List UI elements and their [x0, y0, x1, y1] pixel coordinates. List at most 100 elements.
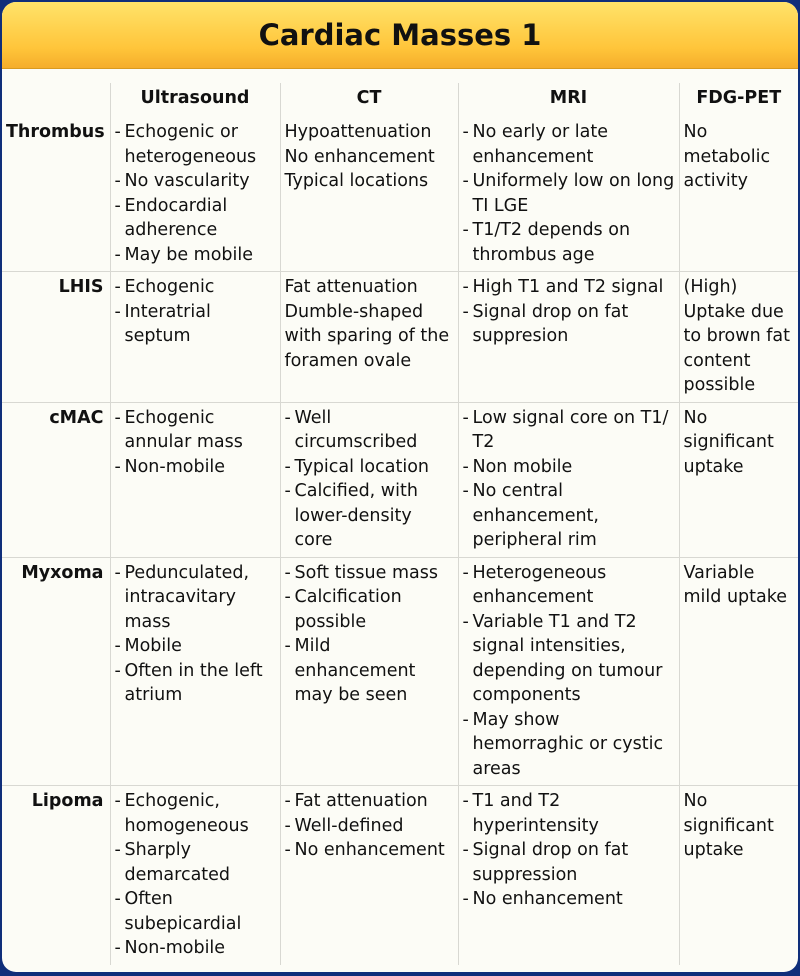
bullet-item: Echogenic: [115, 275, 277, 300]
cell-fdg-pet: No significant uptake: [678, 785, 798, 965]
bullet-item: Echogenic, homogeneous: [115, 789, 277, 838]
bullet-item: Variable T1 and T2 signal intensities, d…: [463, 610, 676, 708]
item-text: Signal drop on fat suppresion: [472, 301, 629, 347]
item-text: High T1 and T2 signal: [472, 277, 664, 297]
item-text: Non-mobile: [124, 456, 226, 477]
cell-fdg-pet: (High) Uptake due to brown fat content p…: [678, 271, 798, 402]
bullet-item: Often in the left atrium: [115, 659, 277, 708]
row-label: Lipoma: [2, 785, 110, 965]
table-row: cMACEchogenic annular massNon-mobileWell…: [2, 401, 798, 557]
item-text: No central enhancement, peripheral rim: [472, 481, 599, 550]
bullet-item: Endocardial adherence: [115, 194, 277, 243]
item-text: No enhancement: [472, 889, 623, 909]
cell-fdg-pet: Variable mild uptake: [678, 556, 798, 786]
cell-fdg-pet: No significant uptake: [678, 401, 798, 557]
item-text: No significant uptake: [683, 407, 774, 477]
text-line: No significant uptake: [684, 406, 796, 480]
column-header-ct: CT: [279, 83, 458, 117]
item-text: Low signal core on T1/ T2: [472, 407, 669, 453]
item-text: Sharply demarcated: [124, 840, 231, 885]
bullet-item: Calcified, with lower-density core: [285, 479, 455, 553]
bullet-item: Mobile: [115, 634, 277, 659]
item-text: No enhancement: [284, 146, 435, 167]
item-text: No significant uptake: [683, 791, 774, 860]
item-text: Well circumscribed: [294, 407, 418, 453]
item-text: T1/T2 depends on thrombus age: [472, 220, 631, 265]
table-row: MyxomaPedunculated, intracavitary massMo…: [2, 556, 798, 786]
bullet-item: Sharply demarcated: [115, 838, 277, 887]
bullet-item: No vascularity: [115, 169, 277, 194]
header-row: Ultrasound CT MRI FDG-PET: [2, 83, 798, 117]
cell-mri: T1 and T2 hyperintensitySignal drop on f…: [457, 785, 679, 965]
column-header-corner: [2, 83, 110, 117]
item-text: Typical location: [294, 456, 430, 477]
text-line: Fat attenuation: [285, 275, 455, 300]
cell-ultrasound: Echogenic or heterogeneous No vascularity…: [109, 117, 280, 272]
bullet-item: Low signal core on T1/ T2: [463, 406, 676, 455]
cell-mri: Heterogeneous enhancementVariable T1 and…: [457, 556, 679, 786]
text-line: Dumble-shaped with sparing of the forame…: [285, 300, 455, 374]
table-row: Thrombus Echogenic or heterogeneous No vas…: [2, 117, 798, 272]
text-line: (High) Uptake due to brown fat content p…: [684, 275, 796, 398]
bullet-item: T1 and T2 hyperintensity: [463, 789, 676, 838]
item-text: Echogenic: [124, 277, 215, 297]
item-text: Echogenic, homogeneous: [124, 791, 249, 836]
bullet-item: No enhancement: [463, 887, 676, 912]
cell-ultrasound: Echogenic annular massNon-mobile: [109, 401, 280, 557]
item-text: Variable mild uptake: [683, 562, 788, 608]
item-text: No vascularity: [124, 171, 250, 191]
cell-fdg-pet: No metabolic activity: [678, 117, 798, 272]
bullet-item: Non mobile: [463, 455, 676, 480]
bullet-item: No enhancement: [285, 838, 455, 863]
cell-ct: Well circumscribedTypical locationCalcif…: [279, 401, 458, 557]
bullet-item: Non-mobile: [115, 936, 277, 961]
bullet-item: Echogenic annular mass: [115, 406, 277, 455]
bullet-item: Interatrial septum: [115, 300, 277, 349]
item-text: No early or late enhancement: [472, 122, 609, 167]
column-header-ultrasound: Ultrasound: [109, 83, 280, 117]
table-body: Thrombus Echogenic or heterogeneous No vas…: [2, 117, 798, 965]
item-text: Endocardial adherence: [124, 195, 228, 241]
bullet-item: Signal drop on fat suppression: [463, 838, 676, 887]
bullet-item: May show hemorraghic or cystic areas: [463, 708, 676, 782]
cell-ultrasound: Pedunculated, intracavitary massMobileOf…: [109, 556, 280, 786]
item-text: Variable T1 and T2 signal intensities, d…: [472, 611, 663, 706]
text-line: Hypoattenuation: [285, 120, 455, 145]
bullet-item: Often subepicardial: [115, 887, 277, 936]
bullet-item: Signal drop on fat suppresion: [463, 300, 676, 349]
row-label: Thrombus: [6, 122, 105, 142]
cell-mri: High T1 and T2 signalSignal drop on fat …: [457, 271, 679, 402]
text-line: No significant uptake: [684, 789, 796, 863]
item-text: Hypoattenuation: [284, 122, 432, 142]
item-text: Echogenic or heterogeneous: [124, 122, 257, 167]
item-text: Typical locations: [284, 171, 429, 191]
text-line: No enhancement: [285, 145, 455, 170]
item-text: May be mobile: [124, 244, 254, 265]
cell-ultrasound: Echogenic, homogeneousSharply demarcated…: [109, 785, 280, 965]
cell-ultrasound: EchogenicInteratrial septum: [109, 271, 280, 402]
item-text: Dumble-shaped with sparing of the forame…: [284, 301, 450, 371]
text-line: Typical locations: [285, 169, 455, 194]
bullet-item: High T1 and T2 signal: [463, 275, 676, 300]
bullet-item: No central enhancement, peripheral rim: [463, 479, 676, 553]
bullet-item: Typical location: [285, 455, 455, 480]
cell-mri: Low signal core on T1/ T2Non mobileNo ce…: [457, 401, 679, 557]
item-text: May show hemorraghic or cystic areas: [472, 709, 664, 779]
item-text: Fat attenuation: [294, 791, 428, 811]
item-text: Calcified, with lower-density core: [294, 481, 418, 550]
item-text: Pedunculated, intracavitary mass: [124, 562, 250, 632]
row-label: cMAC: [2, 401, 110, 557]
item-text: Mild enhancement may be seen: [294, 636, 416, 705]
bullet-item: May be mobile: [115, 243, 277, 268]
item-text: Often subepicardial: [124, 889, 242, 934]
item-text: No enhancement: [294, 840, 445, 860]
item-text: Well-defined: [294, 815, 404, 836]
bullet-item: Pedunculated, intracavitary mass: [115, 561, 277, 635]
item-text: (High) Uptake due to brown fat content p…: [683, 277, 790, 395]
title-banner: Cardiac Masses 1: [2, 2, 798, 69]
bullet-item: Soft tissue mass: [285, 561, 455, 586]
comparison-table: Ultrasound CT MRI FDG-PET ThrombusEchoge…: [2, 83, 798, 965]
